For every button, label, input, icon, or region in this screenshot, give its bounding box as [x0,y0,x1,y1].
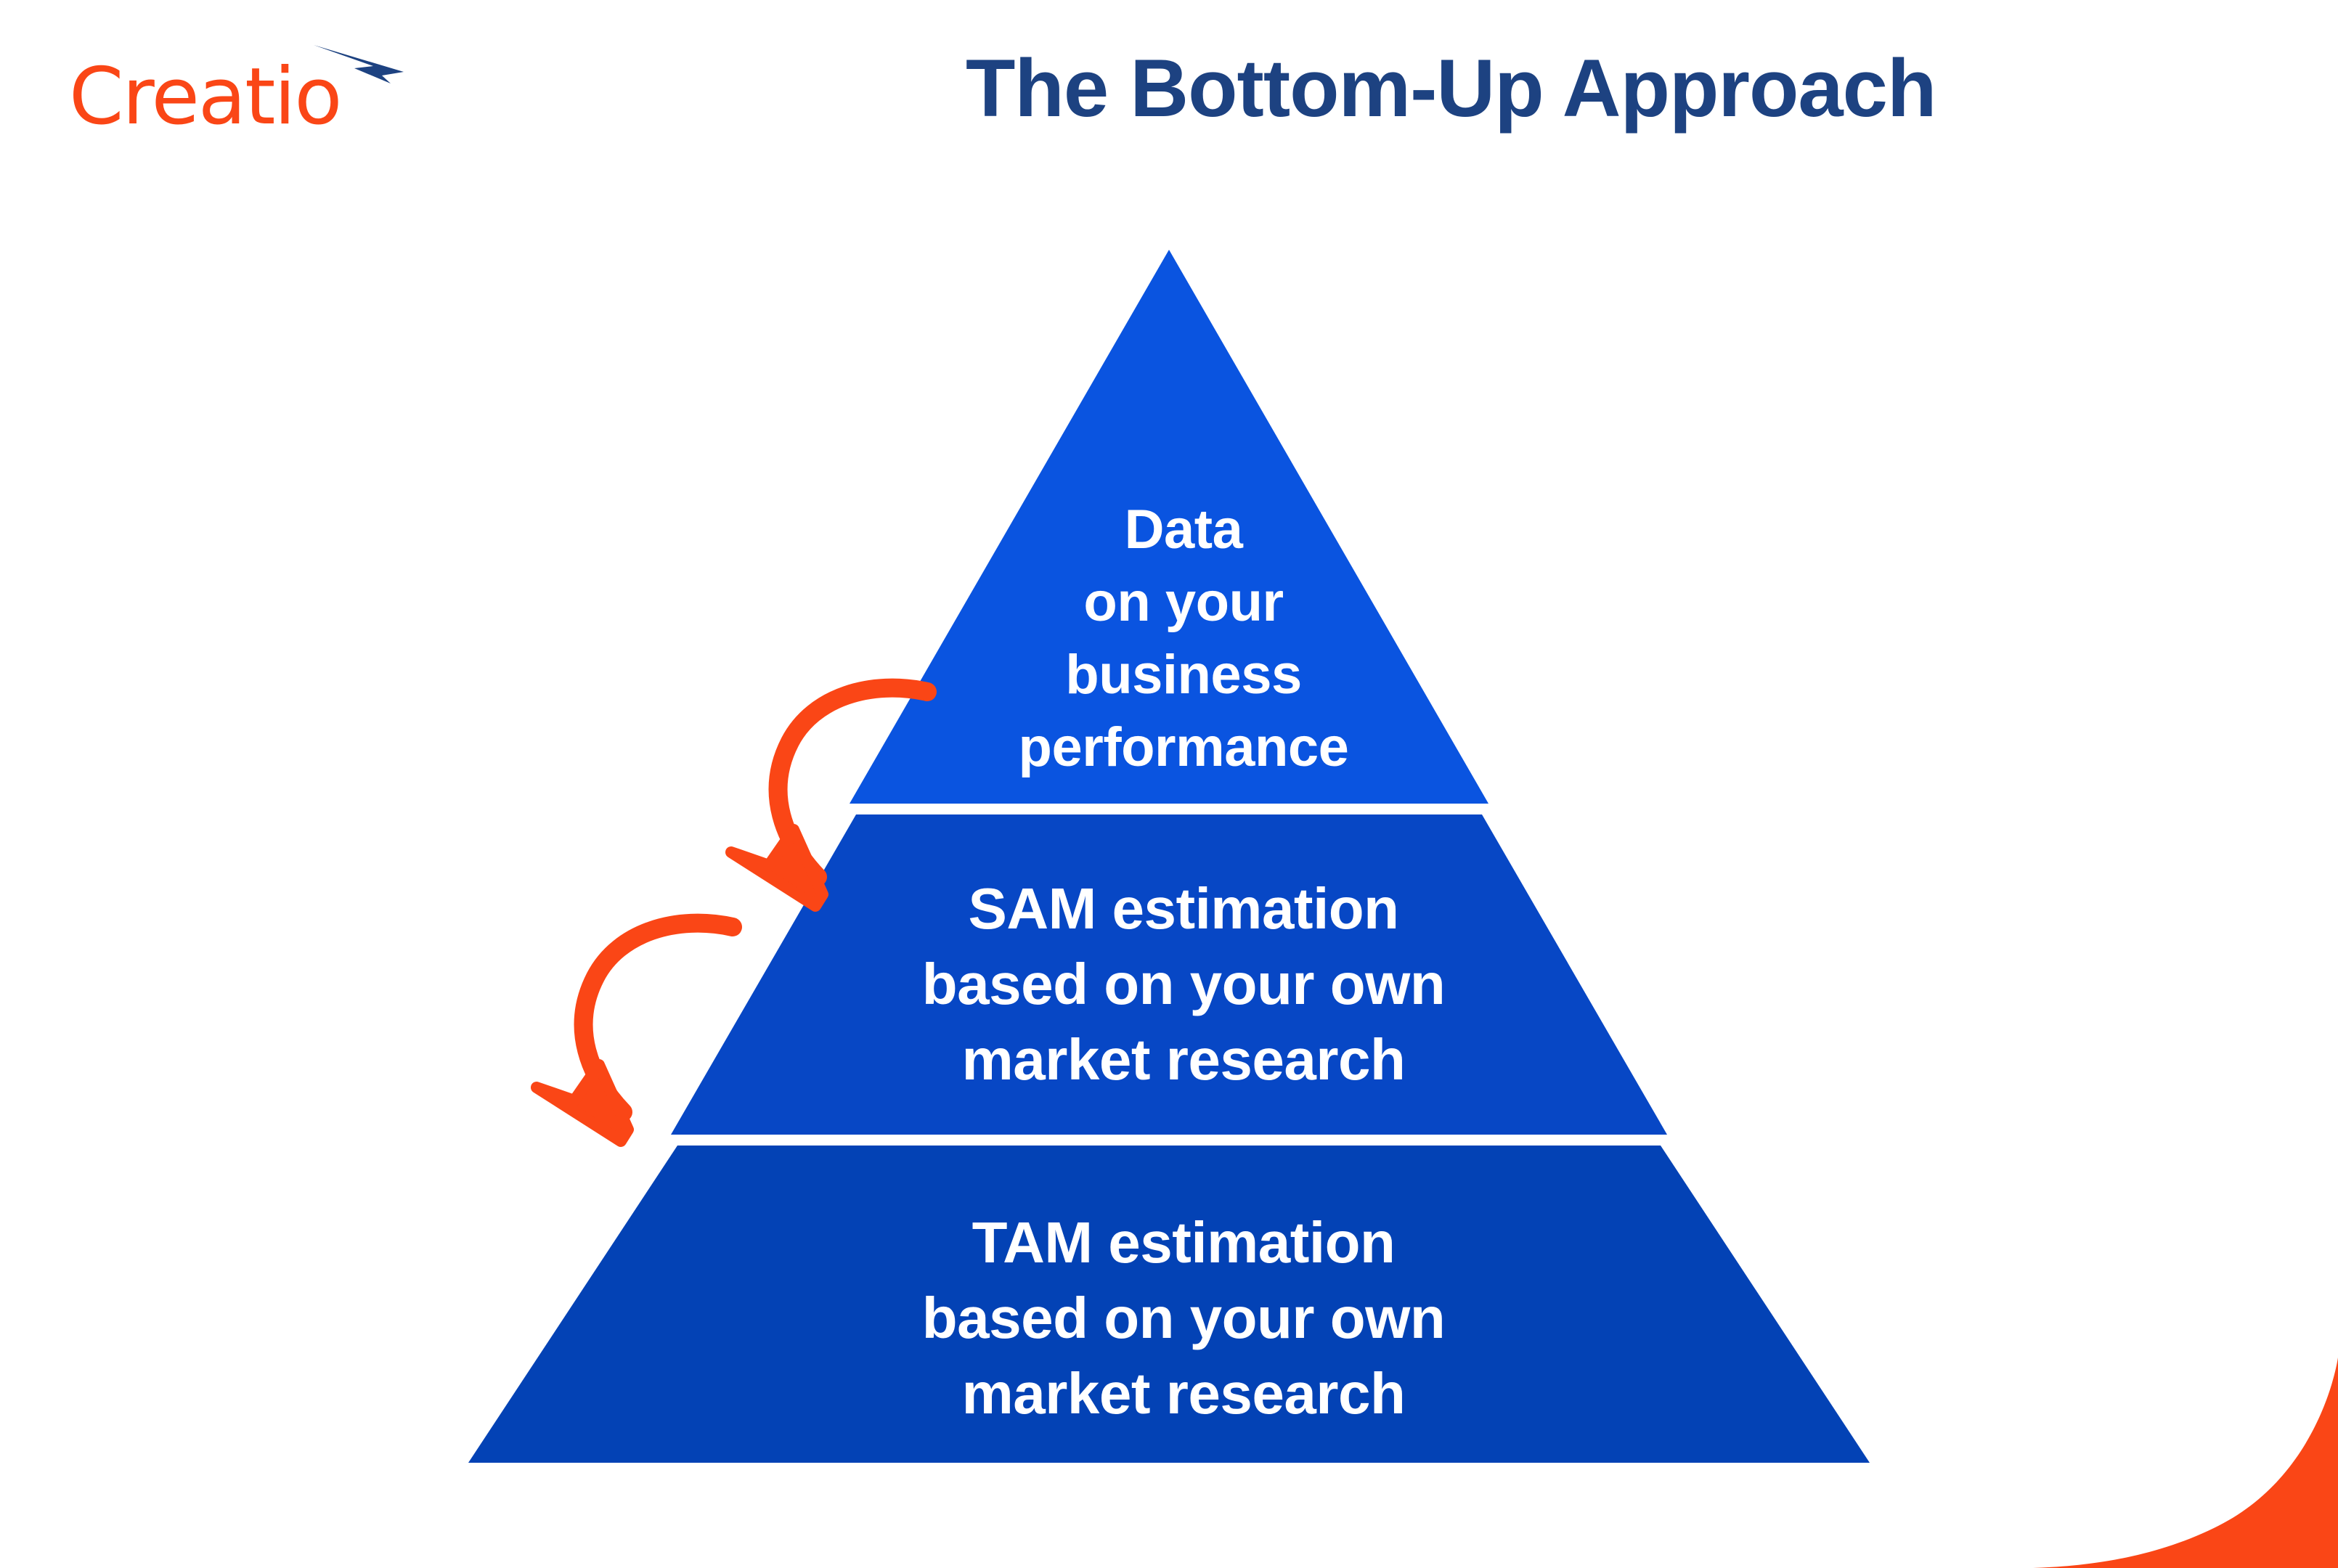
pyramid-tier-bottom-label: TAM estimation based on your own market … [921,1210,1446,1426]
corner-swoosh-icon [2033,1357,2338,1568]
pyramid-tier-top-label: Data on your business performance [1018,499,1349,778]
logo-wordmark: Creatio [69,52,342,142]
arrow-swoosh-icon [314,45,404,83]
creatio-logo: Creatio [69,42,410,136]
pyramid-tier-middle-label: SAM estimation based on your own market … [921,876,1446,1092]
page-title: The Bottom-Up Approach [966,43,1936,134]
arrow-middle-to-bottom-icon [531,913,742,1147]
